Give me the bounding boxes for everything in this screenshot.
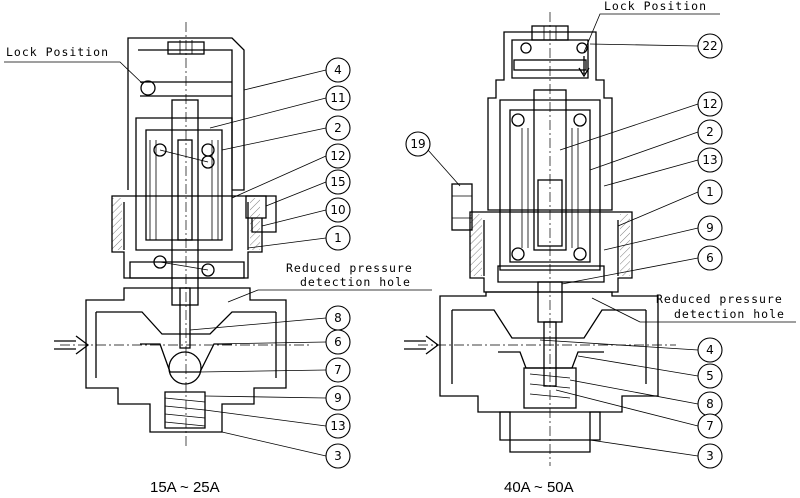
right-bubble-6: 6 xyxy=(697,245,723,271)
svg-text:9: 9 xyxy=(334,391,342,405)
svg-text:8: 8 xyxy=(706,397,714,411)
left-part-callouts xyxy=(4,61,432,457)
right-bubble-22: 22 xyxy=(697,33,723,59)
left-bubble-1: 1 xyxy=(325,225,351,251)
left-bubble-15: 15 xyxy=(325,169,351,195)
right-valve-drawing xyxy=(404,12,676,466)
svg-text:1: 1 xyxy=(706,185,714,199)
svg-text:3: 3 xyxy=(706,449,714,463)
left-bubble-13: 13 xyxy=(325,413,351,439)
svg-text:4: 4 xyxy=(334,63,342,77)
svg-text:22: 22 xyxy=(702,39,717,53)
svg-text:15: 15 xyxy=(330,175,345,189)
right-bubble-13: 13 xyxy=(697,147,723,173)
left-caption: 15A ~ 25A xyxy=(150,479,220,496)
left-bubble-3: 3 xyxy=(325,443,351,469)
svg-text:3: 3 xyxy=(334,449,342,463)
right-bubble-1: 1 xyxy=(697,179,723,205)
left-valve-drawing xyxy=(54,22,310,448)
svg-text:13: 13 xyxy=(330,419,345,433)
svg-text:9: 9 xyxy=(706,221,714,235)
svg-text:7: 7 xyxy=(706,419,714,433)
svg-text:11: 11 xyxy=(330,91,345,105)
right-bubble-8: 8 xyxy=(697,391,723,417)
right-lock-position-label: Lock Position xyxy=(604,0,707,13)
left-reduced-pressure-label-1: Reduced pressure xyxy=(286,261,413,275)
svg-text:8: 8 xyxy=(334,311,342,325)
svg-text:10: 10 xyxy=(330,203,345,217)
right-bubble-4: 4 xyxy=(697,337,723,363)
svg-text:19: 19 xyxy=(410,137,425,151)
svg-text:4: 4 xyxy=(706,343,714,357)
svg-text:12: 12 xyxy=(702,97,717,111)
svg-text:12: 12 xyxy=(330,149,345,163)
left-bubble-4: 4 xyxy=(325,57,351,83)
left-bubble-8: 8 xyxy=(325,305,351,331)
svg-text:2: 2 xyxy=(334,121,342,135)
left-bubble-10: 10 xyxy=(325,197,351,223)
right-part-callouts xyxy=(427,13,796,457)
right-bubble-3: 3 xyxy=(697,443,723,469)
right-caption: 40A ~ 50A xyxy=(504,479,574,496)
svg-text:13: 13 xyxy=(702,153,717,167)
left-bubble-6: 6 xyxy=(325,329,351,355)
right-bubble-12: 12 xyxy=(697,91,723,117)
right-bubble-19: 19 xyxy=(405,131,431,157)
svg-text:2: 2 xyxy=(706,125,714,139)
svg-text:5: 5 xyxy=(706,369,714,383)
right-bubble-2: 2 xyxy=(697,119,723,145)
left-bubble-2: 2 xyxy=(325,115,351,141)
right-bubble-5: 5 xyxy=(697,363,723,389)
svg-text:1: 1 xyxy=(334,231,342,245)
left-bubble-11: 11 xyxy=(325,85,351,111)
svg-text:7: 7 xyxy=(334,363,342,377)
left-lock-position-label: Lock Position xyxy=(6,45,109,59)
svg-text:6: 6 xyxy=(706,251,714,265)
right-reduced-pressure-label-2: detection hole xyxy=(674,307,785,321)
left-bubble-9: 9 xyxy=(325,385,351,411)
right-bubble-9: 9 xyxy=(697,215,723,241)
left-reduced-pressure-label-2: detection hole xyxy=(300,275,411,289)
left-bubble-7: 7 xyxy=(325,357,351,383)
right-reduced-pressure-label-1: Reduced pressure xyxy=(656,292,783,306)
right-bubble-7: 7 xyxy=(697,413,723,439)
left-bubble-12: 12 xyxy=(325,143,351,169)
svg-text:6: 6 xyxy=(334,335,342,349)
